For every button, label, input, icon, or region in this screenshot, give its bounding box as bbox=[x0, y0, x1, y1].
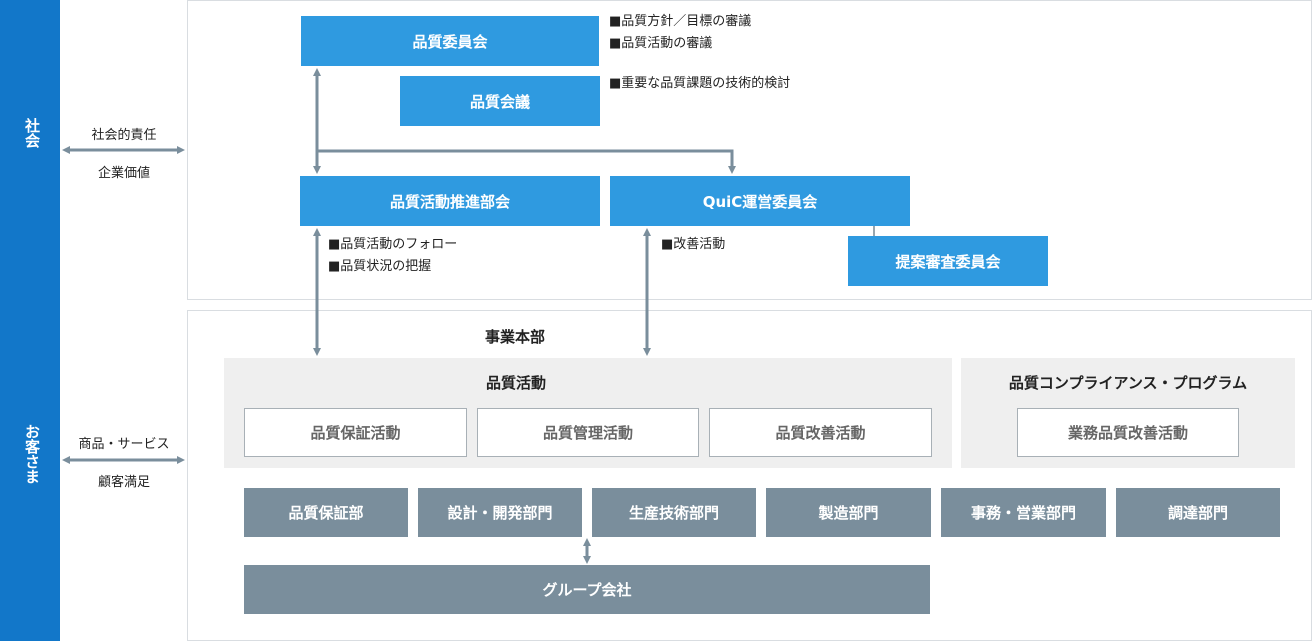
quality-improvement-activity: 品質改善活動 bbox=[709, 408, 932, 457]
committee-note-policy: ■品質方針／目標の審議 bbox=[609, 14, 752, 29]
customer-label-products: 商品・サービス bbox=[78, 437, 170, 452]
dept-design-development: 設計・開発部門 bbox=[418, 488, 582, 537]
promotion-note-follow: ■品質活動のフォロー bbox=[328, 237, 458, 252]
committee-note-activity: ■品質活動の審議 bbox=[609, 36, 713, 51]
compliance-title: 品質コンプライアンス・プログラム bbox=[1008, 374, 1248, 392]
quic-note: ■改善活動 bbox=[661, 237, 726, 252]
society-bar bbox=[0, 0, 60, 308]
dept-procurement: 調達部門 bbox=[1116, 488, 1280, 537]
group-companies-box: グループ会社 bbox=[244, 565, 930, 614]
dept-manufacturing: 製造部門 bbox=[766, 488, 931, 537]
quic-committee-box: QuiC運営委員会 bbox=[610, 176, 910, 226]
dept-quality-assurance: 品質保証部 bbox=[244, 488, 408, 537]
quality-control-activity: 品質管理活動 bbox=[477, 408, 699, 457]
dept-production-engineering: 生産技術部門 bbox=[592, 488, 756, 537]
customer-bar-inner bbox=[7, 313, 53, 631]
meeting-note: ■重要な品質課題の技術的検討 bbox=[609, 76, 791, 91]
society-label-value: 企業価値 bbox=[97, 166, 150, 181]
customer-label-satisfaction: 顧客満足 bbox=[97, 475, 150, 490]
business-hq-title: 事業本部 bbox=[484, 328, 545, 346]
quality-activity-title: 品質活動 bbox=[485, 374, 546, 392]
quality-assurance-activity: 品質保証活動 bbox=[244, 408, 467, 457]
quality-committee-box: 品質委員会 bbox=[301, 16, 599, 66]
quic-branch-arrow bbox=[317, 149, 736, 174]
operational-quality-activity: 業務品質改善活動 bbox=[1017, 408, 1239, 457]
dept-office-sales: 事務・営業部門 bbox=[941, 488, 1106, 537]
promotion-note-status: ■品質状況の把握 bbox=[328, 259, 432, 274]
society-label-responsibility: 社会的責任 bbox=[91, 128, 157, 143]
society-label: 社会 bbox=[23, 118, 41, 148]
promotion-board-box: 品質活動推進部会 bbox=[300, 176, 600, 226]
proposal-review-box: 提案審査委員会 bbox=[848, 236, 1048, 286]
customer-label: お客さま bbox=[23, 424, 41, 484]
quality-meeting-box: 品質会議 bbox=[400, 76, 600, 126]
